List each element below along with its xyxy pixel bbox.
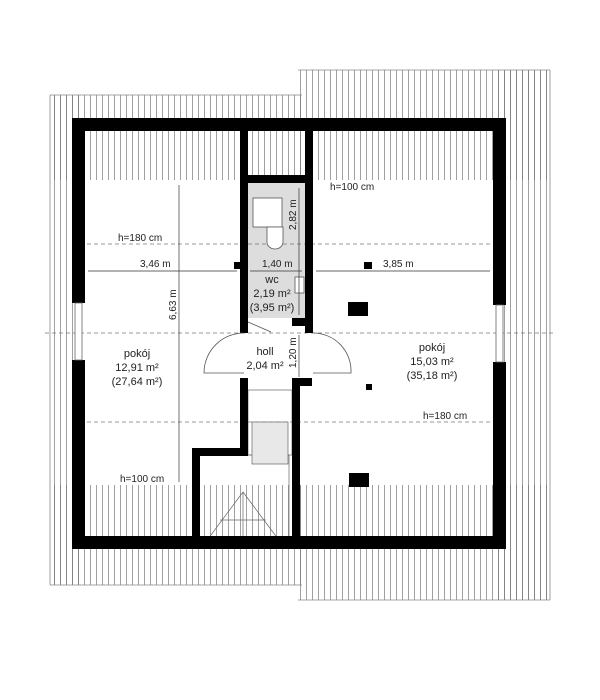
room-left-name: pokój [124,348,150,360]
dim-holl-depth: 1,20 m [288,337,299,368]
height-left-top: h=180 cm [118,233,162,244]
height-left-bottom: h=100 cm [120,474,164,485]
dim-wc-depth: 2,82 m [288,199,299,230]
room-right-name: pokój [419,342,445,354]
height-right-bottom: h=180 cm [423,411,467,422]
dimension-lines [88,185,490,482]
dim-left-depth: 6,63 m [168,289,179,320]
walls [72,118,506,549]
room-left-area: 12,91 m² [115,362,159,374]
dim-right-width: 3,85 m [383,259,414,270]
fixtures [203,197,352,374]
room-holl-name: holl [256,346,273,358]
roof-hatching [49,69,551,601]
dim-wc-width: 1,40 m [262,259,293,270]
height-lines [45,243,555,423]
windows [74,302,504,363]
room-left-total: (27,64 m²) [112,376,163,388]
room-wc-name: wc [264,274,279,286]
room-right-total: (35,18 m²) [407,370,458,382]
room-wc-total: (3,95 m²) [250,302,295,314]
room-holl-area: 2,04 m² [246,360,284,372]
room-wc-area: 2,19 m² [253,288,291,300]
dim-left-width: 3,46 m [140,259,171,270]
room-right-area: 15,03 m² [410,356,454,368]
height-right-top: h=100 cm [330,182,374,193]
